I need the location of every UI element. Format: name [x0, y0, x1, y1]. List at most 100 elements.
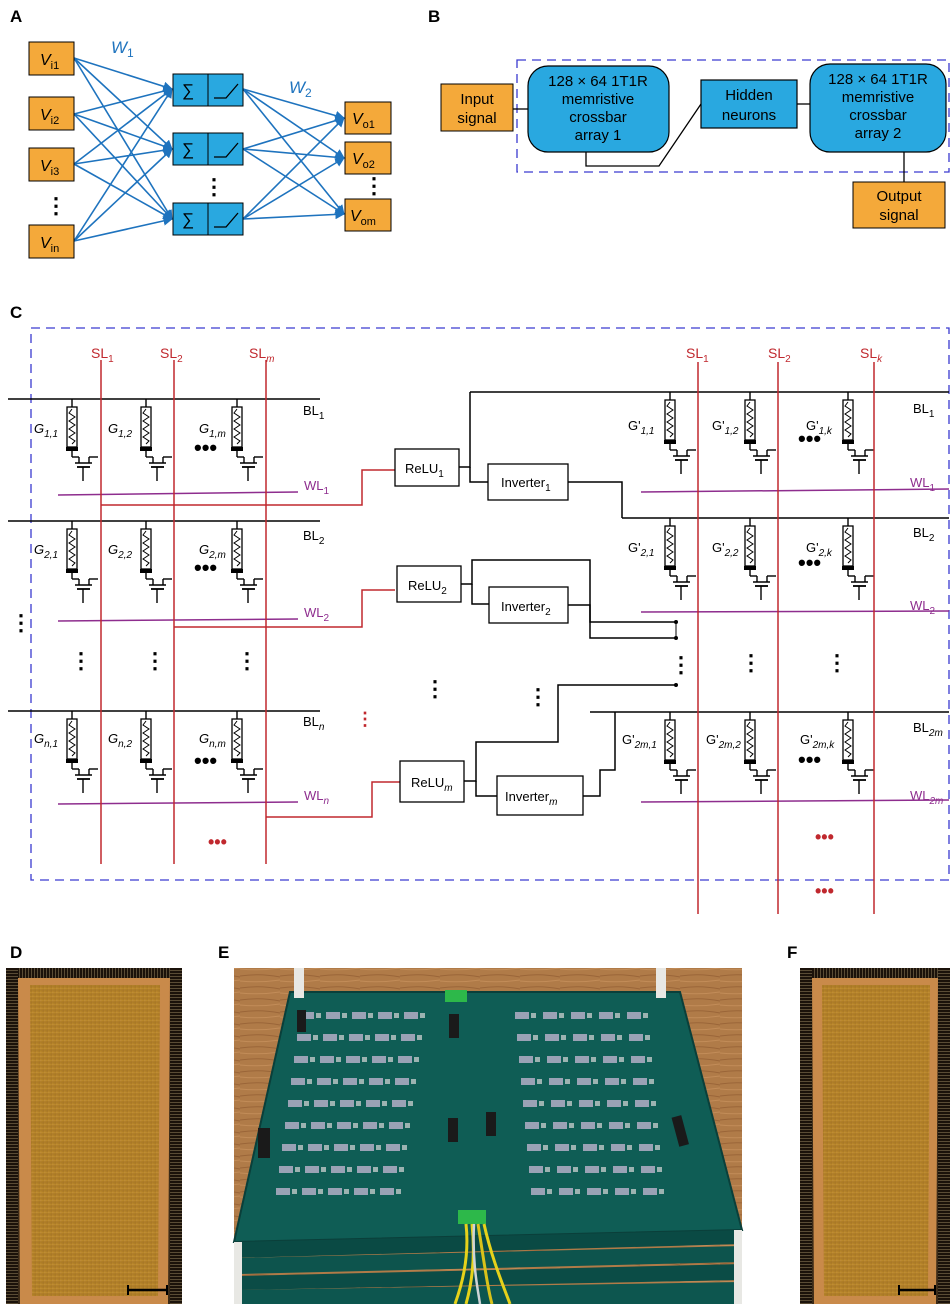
pcb-pad [292, 1189, 297, 1194]
pcb-chip [285, 1122, 299, 1129]
pcb-chip [575, 1056, 589, 1063]
input-ellipsis: ⋮ [45, 193, 67, 218]
pcb-chip [523, 1100, 537, 1107]
input-label-n-sub: in [51, 243, 60, 255]
pcb-pad [539, 1101, 544, 1106]
pcb-pad [655, 1145, 660, 1150]
pcb-chip [579, 1100, 593, 1107]
pcb-pad [567, 1101, 572, 1106]
pcb-chip [517, 1034, 531, 1041]
pcb-pad [382, 1101, 387, 1106]
pcb-chip [577, 1078, 591, 1085]
pcb-pad [563, 1057, 568, 1062]
pcb-pad [653, 1123, 658, 1128]
pcb-chip [543, 1012, 557, 1019]
pcb-chip [305, 1166, 319, 1173]
wl-left-label-3: WLn [304, 788, 330, 807]
output-label-m-sub: om [361, 216, 376, 228]
rown-hdots: ••• [194, 748, 217, 773]
pcb-pad [399, 1167, 404, 1172]
input-signal-line2: signal [457, 110, 496, 127]
pcb-chip [585, 1166, 599, 1173]
pcb-chip [547, 1056, 561, 1063]
pcb-chip [613, 1166, 627, 1173]
bl-right-label-1: BL1 [913, 401, 935, 420]
pcb-chip [601, 1034, 615, 1041]
pcb-pad [537, 1079, 542, 1084]
pcb-pad [595, 1101, 600, 1106]
pcb-chip [395, 1078, 409, 1085]
pcb-pad [420, 1013, 425, 1018]
pcb-chip [629, 1034, 643, 1041]
pcb-chip [583, 1144, 597, 1151]
neuron-m: ∑ [173, 203, 243, 235]
pcb-chip [320, 1056, 334, 1063]
input-label-1-sub: i1 [51, 60, 60, 72]
output-signal-line1: Output [876, 188, 922, 205]
pcb-pad [659, 1189, 664, 1194]
g-right-2-2: G'2,2 [712, 540, 739, 559]
pcb-pad [298, 1145, 303, 1150]
pcb-pad [405, 1123, 410, 1128]
pcb-pad [615, 1013, 620, 1018]
pcb-chip [354, 1188, 368, 1195]
pcb-chip [611, 1144, 625, 1151]
pcb-pad [601, 1167, 606, 1172]
pcb-pad [589, 1035, 594, 1040]
array1-line4: array 1 [575, 127, 622, 144]
pcb-pad [373, 1167, 378, 1172]
chip-photo-d [6, 968, 182, 1304]
pcb-chip [549, 1078, 563, 1085]
pcb-chip [609, 1122, 623, 1129]
pcb-pad [321, 1167, 326, 1172]
pcb-pad [353, 1123, 358, 1128]
output-signal-line2: signal [879, 207, 918, 224]
pcb-pad [643, 1013, 648, 1018]
pcb-chip [369, 1078, 383, 1085]
pcb-chip [401, 1034, 415, 1041]
array1-line3: crossbar [569, 109, 627, 126]
relu-vdots: ⋮ [424, 676, 446, 701]
pcb-pad [327, 1123, 332, 1128]
g-left-1-1: G1,1 [34, 421, 58, 440]
pcb-pad [587, 1013, 592, 1018]
bl-left-label-2: BL2 [303, 528, 325, 547]
pcb-pad [350, 1145, 355, 1150]
g-left-2-1: G2,1 [34, 542, 58, 561]
pcb-pad [535, 1057, 540, 1062]
pcb-pad [561, 1035, 566, 1040]
pcb-pad [347, 1167, 352, 1172]
panel-label-d: D [10, 943, 22, 962]
pcb-chip [639, 1144, 653, 1151]
pcb-pad [316, 1013, 321, 1018]
input-label-2-sub: i2 [51, 115, 60, 127]
pcb-pad [330, 1101, 335, 1106]
pcb-pad [591, 1057, 596, 1062]
sl-left-label-2: SL2 [160, 345, 183, 365]
pcb-chip [521, 1078, 535, 1085]
panel-label-a: A [10, 7, 22, 26]
array2-line2: memristive [842, 89, 915, 106]
pcb-pad [531, 1013, 536, 1018]
pcb-pad [597, 1123, 602, 1128]
array1-line1: 128 × 64 1T1R [548, 73, 648, 90]
neuron-1: ∑ [173, 74, 243, 106]
pcb-chip [643, 1188, 657, 1195]
pcb-chip [386, 1144, 400, 1151]
pcb-pad [627, 1145, 632, 1150]
sum-icon: ∑ [182, 81, 194, 100]
g-right-3-2: G'2m,2 [706, 732, 741, 751]
pcb-chip [340, 1100, 354, 1107]
sum-icon: ∑ [182, 140, 194, 159]
pcb-chip [378, 1012, 392, 1019]
pcb-chip [334, 1144, 348, 1151]
pcb-pad [324, 1145, 329, 1150]
pcb-pad [617, 1035, 622, 1040]
pcb-chip [349, 1034, 363, 1041]
pcb-pad [625, 1123, 630, 1128]
w2-connections [243, 89, 344, 219]
panel-label-c: C [10, 303, 22, 322]
pcb-pad [402, 1145, 407, 1150]
col1-vdots: ⋮ [70, 648, 92, 673]
